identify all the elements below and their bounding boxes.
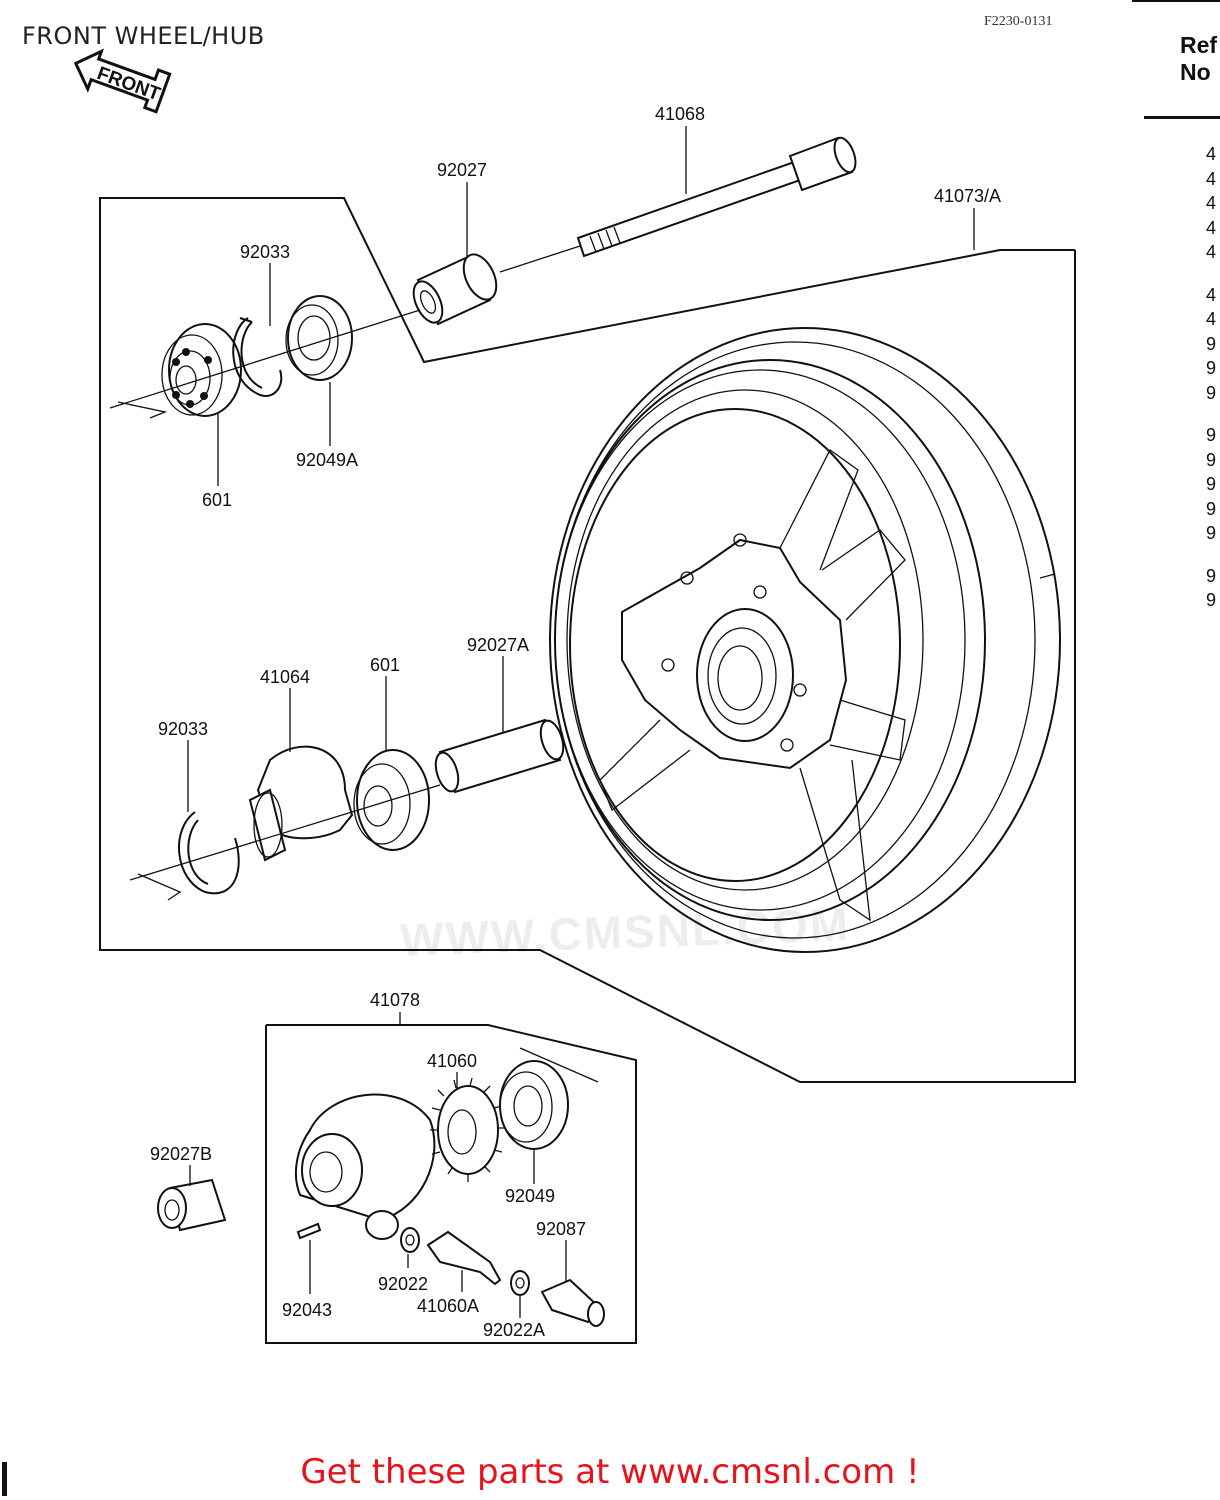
wheel-part (549, 327, 1061, 953)
ref-table-list: 4 4 4 4 4 4 4 9 9 9 9 9 9 9 9 9 9 (1206, 142, 1216, 613)
ref-table-item: 4 (1206, 168, 1217, 189)
ref-table-item: 4 (1206, 144, 1217, 164)
corner-mark (2, 1462, 7, 1496)
speedometer-gearbox-frame (265, 1024, 637, 1344)
ref-table-item: 9 (1206, 474, 1217, 494)
ref-table-item: 9 (1206, 498, 1217, 519)
speedometer-gear-plate-part (248, 745, 354, 862)
small-parts (296, 1222, 605, 1327)
drive-gear-part (430, 1077, 506, 1182)
ref-table-rule (1144, 116, 1220, 119)
callout-601-mid: 601 (370, 655, 400, 675)
callout-41064: 41064 (260, 667, 310, 687)
gear-housing-part (294, 1093, 436, 1240)
callout-92033-top: 92033 (240, 242, 290, 262)
callout-92049a: 92049A (296, 450, 358, 470)
ref-table-item: 9 (1206, 590, 1217, 610)
ref-table-item: 9 (1206, 382, 1217, 403)
figure-code: F2230-0131 (984, 14, 1053, 29)
ref-table-item: 9 (1206, 449, 1217, 470)
callout-92033-mid: 92033 (158, 719, 208, 739)
oil-seal-part (499, 1047, 599, 1150)
bearing-part-top (161, 323, 242, 417)
callout-41060: 41060 (427, 1051, 477, 1071)
callout-92027a: 92027A (467, 635, 529, 655)
ref-table-item: 4 (1206, 217, 1217, 238)
ref-table-top-rule (1132, 0, 1220, 2)
callout-41073a: 41073/A (934, 186, 1001, 206)
leader-lines (187, 126, 975, 1318)
ref-table-item: 9 (1206, 425, 1217, 445)
axle-part (499, 136, 857, 273)
ref-table-item: 9 (1206, 333, 1217, 354)
callout-601-top: 601 (202, 490, 232, 510)
exploded-parts-diagram: FRONT (73, 48, 1076, 1344)
callout-92027: 92027 (437, 160, 487, 180)
callout-92087: 92087 (536, 1219, 586, 1239)
callout-92049: 92049 (505, 1186, 555, 1206)
ref-table-header: Ref No (1180, 32, 1218, 85)
circlip-part-top (232, 317, 283, 397)
cta-link[interactable]: Get these parts at www.cmsnl.com ! (300, 1452, 920, 1492)
callout-41060a: 41060A (417, 1296, 479, 1316)
bushing-part (157, 1178, 227, 1232)
callout-92027b: 92027B (150, 1144, 212, 1164)
callout-92022: 92022 (378, 1274, 428, 1294)
circlip-part-mid (129, 784, 441, 901)
ref-table-item: 4 (1206, 284, 1217, 305)
page-title: FRONT WHEEL/HUB (22, 22, 265, 50)
callout-41068: 41068 (655, 104, 705, 124)
callout-92022a: 92022A (483, 1320, 545, 1340)
main-assembly-frame (99, 197, 1076, 1083)
distance-collar-part (434, 718, 565, 794)
ref-table-item: 9 (1206, 358, 1217, 378)
callout-41078: 41078 (370, 990, 420, 1010)
ref-table-item: 4 (1206, 193, 1217, 213)
ref-table-item: 9 (1206, 523, 1217, 543)
front-arrow-badge: FRONT (73, 48, 172, 114)
collar-part-top (412, 253, 498, 326)
ref-table-item: 4 (1206, 309, 1217, 329)
oil-seal-part-top (109, 295, 421, 419)
ref-table-item: 9 (1206, 565, 1217, 586)
ref-table-item: 4 (1206, 242, 1217, 262)
callout-92043: 92043 (282, 1300, 332, 1320)
